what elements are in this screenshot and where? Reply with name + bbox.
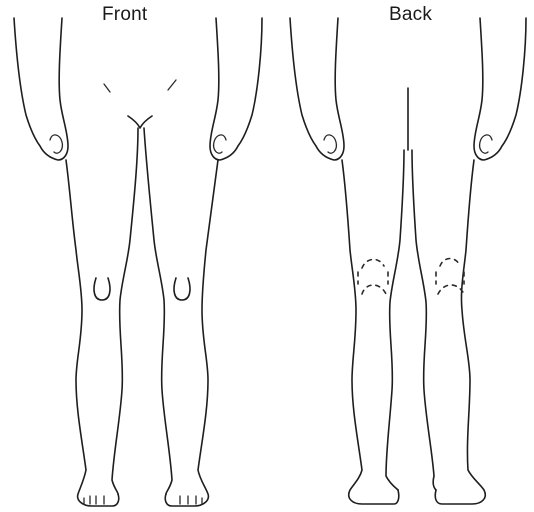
- back-left-arm: [290, 18, 344, 160]
- front-right-leg-inner: [144, 128, 172, 494]
- front-left-arm: [14, 18, 68, 160]
- front-view: [14, 18, 262, 506]
- back-view-label: Back: [389, 4, 432, 26]
- back-left-knee-crease-bottom: [362, 285, 386, 294]
- front-left-leg-inner: [112, 128, 138, 494]
- front-hip-mark-right: [168, 80, 176, 90]
- front-left-toes: [84, 496, 104, 504]
- front-right-thumb: [214, 135, 226, 153]
- back-right-leg-inner: [412, 150, 436, 490]
- front-groin: [128, 116, 152, 128]
- back-right-thumb: [480, 135, 492, 153]
- front-right-arm: [210, 18, 262, 160]
- front-left-kneecap: [94, 278, 110, 300]
- back-left-knee-crease-top: [362, 259, 384, 268]
- front-left-thumb: [50, 135, 62, 153]
- back-left-leg-inner: [386, 150, 404, 490]
- back-right-knee-crease-bottom: [438, 285, 464, 294]
- front-right-leg-outer: [165, 160, 218, 506]
- back-right-leg-outer: [435, 160, 485, 504]
- front-right-toes: [180, 496, 202, 504]
- front-right-kneecap: [174, 278, 190, 300]
- front-view-label: Front: [102, 4, 147, 26]
- front-left-leg-outer: [66, 160, 119, 506]
- back-view: [290, 18, 526, 504]
- back-left-thumb: [324, 135, 336, 153]
- front-hip-mark-left: [104, 84, 110, 92]
- back-right-knee-crease-top: [440, 259, 460, 267]
